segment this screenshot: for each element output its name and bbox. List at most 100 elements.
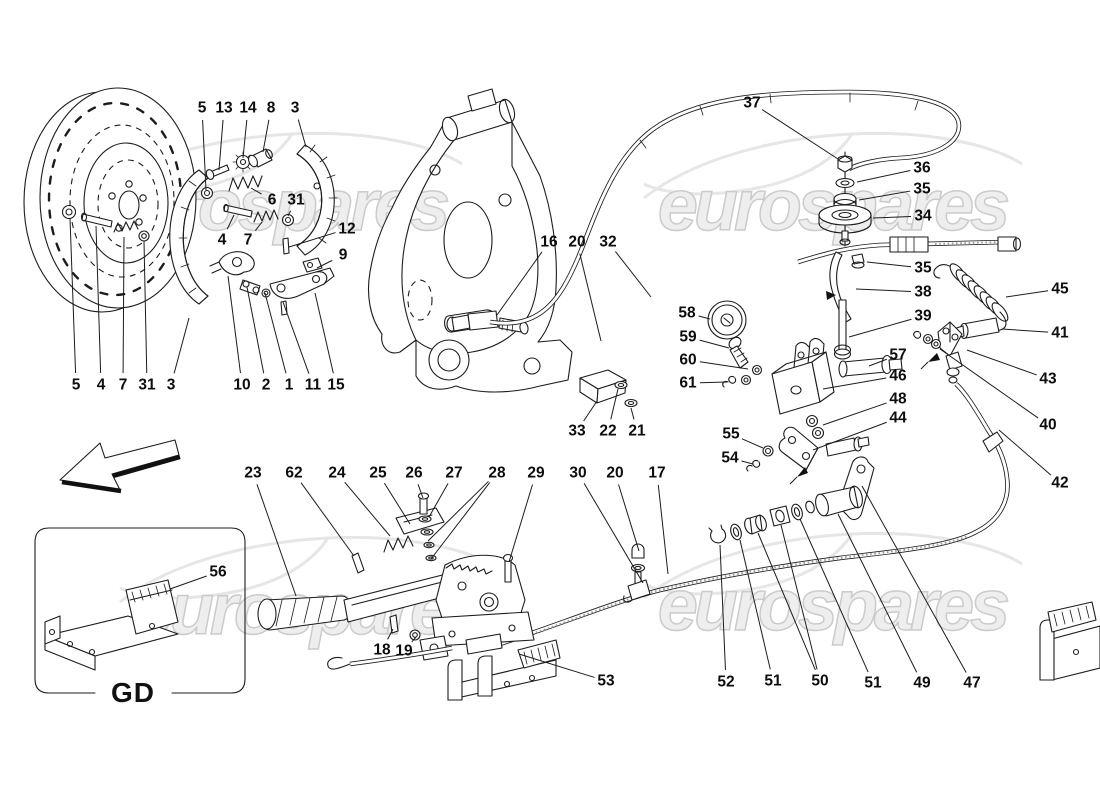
part-callout: 44 (889, 410, 907, 427)
watermark-text: eurospares (658, 166, 1008, 246)
inset-code-label: GD (111, 677, 155, 708)
part-callout: 43 (1039, 371, 1057, 388)
part-callout: 50 (811, 673, 828, 690)
part-callout: 51 (764, 673, 782, 690)
part-callout: 2 (262, 377, 271, 394)
part-callout: 23 (244, 465, 262, 482)
part-callout: 10 (233, 377, 250, 394)
part-callout: 9 (339, 247, 348, 264)
part-callout: 11 (305, 377, 322, 394)
callout-leader-line (169, 575, 207, 590)
part-callout: 15 (327, 377, 345, 394)
part-callout: 52 (717, 674, 734, 691)
callout-leader-line (262, 119, 270, 153)
part-callout: 35 (913, 181, 931, 198)
callout-leader-line (314, 292, 334, 374)
callout-leader-line (246, 286, 265, 374)
part-callout: 24 (328, 465, 346, 482)
part-callout: 25 (369, 465, 387, 482)
shoe-lever-linkage (209, 251, 335, 316)
part-callout: 21 (628, 423, 646, 440)
part-callout: 56 (209, 564, 227, 581)
callout-leader-line (741, 460, 754, 465)
part-callout: 54 (721, 450, 739, 467)
callout-leader-line (226, 214, 235, 230)
part-callout: 13 (215, 100, 233, 117)
part-callout: 47 (963, 675, 980, 692)
part-callout: 31 (138, 377, 156, 394)
suspension-upright (367, 88, 573, 393)
callout-leader-line (856, 170, 911, 183)
callout-leader-line (428, 483, 449, 518)
part-callout: 20 (606, 465, 623, 482)
callout-leader-line (741, 438, 764, 449)
disc-fixing-parts (61, 204, 150, 242)
callout-leader-line (427, 481, 489, 542)
part-callout: 57 (889, 347, 906, 364)
part-callout: 45 (1051, 281, 1069, 298)
callout-leader-line (287, 210, 292, 217)
part-callout: 30 (569, 465, 586, 482)
callout-leader-line (855, 288, 912, 292)
part-callout: 5 (198, 100, 207, 117)
part-callout: 12 (338, 221, 355, 238)
corner-bracket (1039, 601, 1100, 681)
part-callout: 53 (597, 673, 615, 690)
intermediate-cable (797, 236, 1022, 360)
front-cable (489, 89, 962, 326)
callout-leader-line (411, 636, 417, 643)
diagram-artwork: GD (23, 87, 1100, 708)
part-callout: 17 (648, 465, 665, 482)
callout-leader-line (288, 232, 336, 248)
part-callout: 34 (914, 208, 932, 225)
part-callout: 58 (678, 305, 696, 322)
callout-leader-line (344, 481, 391, 537)
part-callout: 38 (914, 284, 932, 301)
callout-leader-line (699, 339, 730, 349)
callout-leader-line (858, 190, 911, 201)
cable-clamp (623, 543, 651, 603)
callout-leader-line (872, 215, 912, 219)
callout-leader-line (250, 187, 262, 195)
part-callout: 60 (679, 352, 696, 369)
callout-leader-line (218, 119, 224, 171)
callout-leader-line (227, 275, 241, 374)
callout-leader-line (383, 482, 411, 525)
part-callout: 5 (72, 377, 81, 394)
callout-leader-line (699, 361, 749, 370)
part-callout: 62 (285, 465, 302, 482)
callout-leader-line (719, 544, 726, 671)
callout-leader-line (848, 318, 912, 338)
part-callout: 59 (679, 329, 697, 346)
lever-pawl-parts (351, 492, 445, 574)
callout-leader-line (143, 240, 148, 374)
direction-arrow (59, 439, 181, 494)
part-callout: 7 (244, 232, 253, 249)
callout-leader-line (417, 484, 424, 499)
callout-leader-line (610, 388, 619, 420)
brake-shoe-left (169, 169, 209, 305)
callout-leader-line (518, 653, 595, 678)
callout-leader-line (657, 484, 669, 575)
pad-and-washers (579, 369, 638, 408)
part-callout: 29 (527, 465, 545, 482)
part-callout: 3 (291, 100, 300, 117)
part-callout: 39 (914, 308, 932, 325)
callout-leader-line (861, 485, 967, 673)
part-callout: 1 (285, 377, 294, 394)
callout-leader-line (1005, 290, 1049, 298)
part-callout: 19 (395, 643, 413, 660)
callout-leader-line (1001, 328, 1049, 333)
callout-leader-line (297, 119, 307, 148)
part-callout: 7 (119, 377, 128, 394)
part-callout: 55 (722, 426, 740, 443)
callout-leader-line (699, 381, 728, 384)
part-callout: 32 (599, 234, 616, 251)
callout-leader-line (173, 317, 190, 374)
return-spring-assembly (913, 263, 1009, 384)
callout-leader-line (998, 429, 1052, 476)
part-callout: 3 (167, 377, 176, 394)
part-callout: 35 (914, 260, 932, 277)
